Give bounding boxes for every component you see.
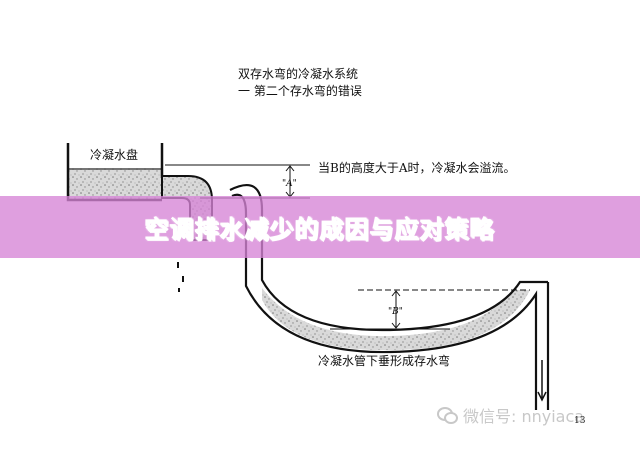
marker-b: "B": [388, 307, 403, 317]
diagram-subtitle: 一 第二个存水弯的错误: [238, 83, 362, 98]
pan-label: 冷凝水盘: [90, 147, 138, 162]
banner-title: 空调排水减少的成因与应对策略: [145, 215, 495, 244]
drain-pan: [66, 143, 164, 202]
page-number: 13: [574, 416, 586, 426]
diagram-title: 双存水弯的冷凝水系统: [238, 66, 358, 81]
drip-marks: [177, 262, 184, 292]
watermark-text: 微信号: nnyiaca: [463, 407, 585, 426]
marker-a: "A": [282, 179, 297, 189]
watermark: 微信号: nnyiaca: [437, 404, 584, 426]
overflow-note: 当B的高度大于A时，冷凝水会溢流。: [318, 160, 516, 175]
wechat-icon: [437, 407, 458, 424]
trap-caption: 冷凝水管下垂形成存水弯: [318, 353, 450, 368]
title-banner: 空调排水减少的成因与应对策略: [0, 196, 640, 258]
dimension-b: [330, 289, 530, 330]
